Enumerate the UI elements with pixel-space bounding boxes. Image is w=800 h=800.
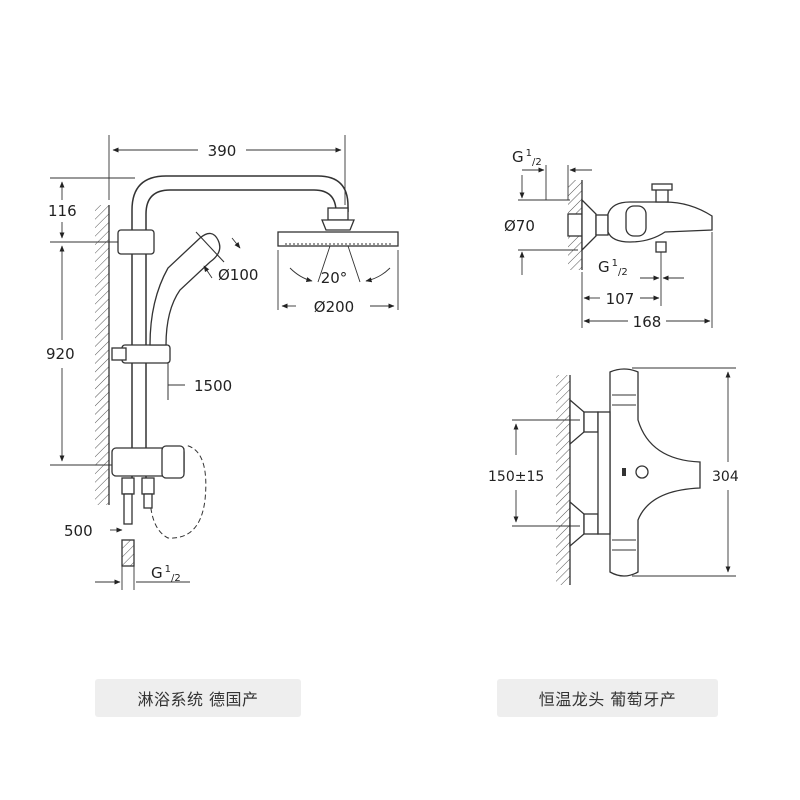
thermostat-front-drawing xyxy=(512,367,736,585)
label-107: 107 xyxy=(606,290,635,308)
hand-shower-face xyxy=(195,231,225,263)
label-920: 920 xyxy=(46,345,75,363)
label-head-dia: Ø200 xyxy=(314,298,354,316)
thermostat-body-front xyxy=(609,368,701,577)
label-1500: 1500 xyxy=(194,377,232,395)
diverter-cap xyxy=(651,183,673,191)
side-knob xyxy=(625,205,647,237)
caption-shower-system: 淋浴系统 德国产 xyxy=(95,679,301,717)
label-500: 500 xyxy=(64,522,93,540)
inlet-pipe-left xyxy=(123,493,133,525)
inlet-pipe-right xyxy=(143,493,153,509)
label-dia-70: Ø70 xyxy=(504,217,535,235)
label-304: 304 xyxy=(712,469,739,485)
angle-line-right xyxy=(347,245,361,283)
outlet-stub xyxy=(655,241,667,253)
label-168: 168 xyxy=(633,313,662,331)
thermostat-body-side xyxy=(607,201,713,243)
inlet-nut-left xyxy=(121,477,135,495)
shower-system-drawing xyxy=(50,135,399,590)
diverter-button xyxy=(635,465,649,479)
wall-hatch xyxy=(95,205,109,505)
slider-knob xyxy=(111,347,127,361)
hand-dia-arrow-2 xyxy=(231,237,241,249)
escutcheon-lower xyxy=(569,500,585,548)
shower-head-body xyxy=(277,231,399,247)
head-joint xyxy=(321,219,355,231)
head-connector xyxy=(327,207,349,221)
label-angle: 20° xyxy=(321,269,348,287)
union-upper xyxy=(583,411,599,433)
body-connector xyxy=(597,411,611,535)
union-lower xyxy=(583,513,599,535)
hand-dia-arrow-1 xyxy=(203,265,213,279)
riser-pipe-inner xyxy=(145,189,337,478)
label-116: 116 xyxy=(48,202,77,220)
caption-thermostat: 恒温龙头 葡萄牙产 xyxy=(497,679,718,717)
riser-pipe-outer xyxy=(131,175,349,478)
wall-hatch-front xyxy=(556,375,570,585)
thermostat-side-drawing xyxy=(518,165,713,328)
angle-line-left xyxy=(317,245,331,283)
inlet-nut-right xyxy=(141,477,155,495)
upper-clamp xyxy=(117,229,155,255)
angle-arc-left xyxy=(289,267,313,283)
connector-stub xyxy=(567,213,583,237)
label-hand-dia: Ø100 xyxy=(218,266,258,284)
union-nut xyxy=(595,214,609,236)
indicator-mark xyxy=(622,468,626,476)
slider-holder xyxy=(121,344,171,364)
hose-loop xyxy=(149,444,207,539)
escutcheon-upper xyxy=(569,398,585,446)
escutcheon xyxy=(581,198,597,252)
label-390: 390 xyxy=(208,142,237,160)
thermostat-handle xyxy=(161,445,185,479)
angle-arc-right xyxy=(365,267,391,283)
label-150-15: 150±15 xyxy=(488,469,544,485)
inlet-hose-fitting xyxy=(121,539,135,567)
hand-shower xyxy=(149,232,221,346)
